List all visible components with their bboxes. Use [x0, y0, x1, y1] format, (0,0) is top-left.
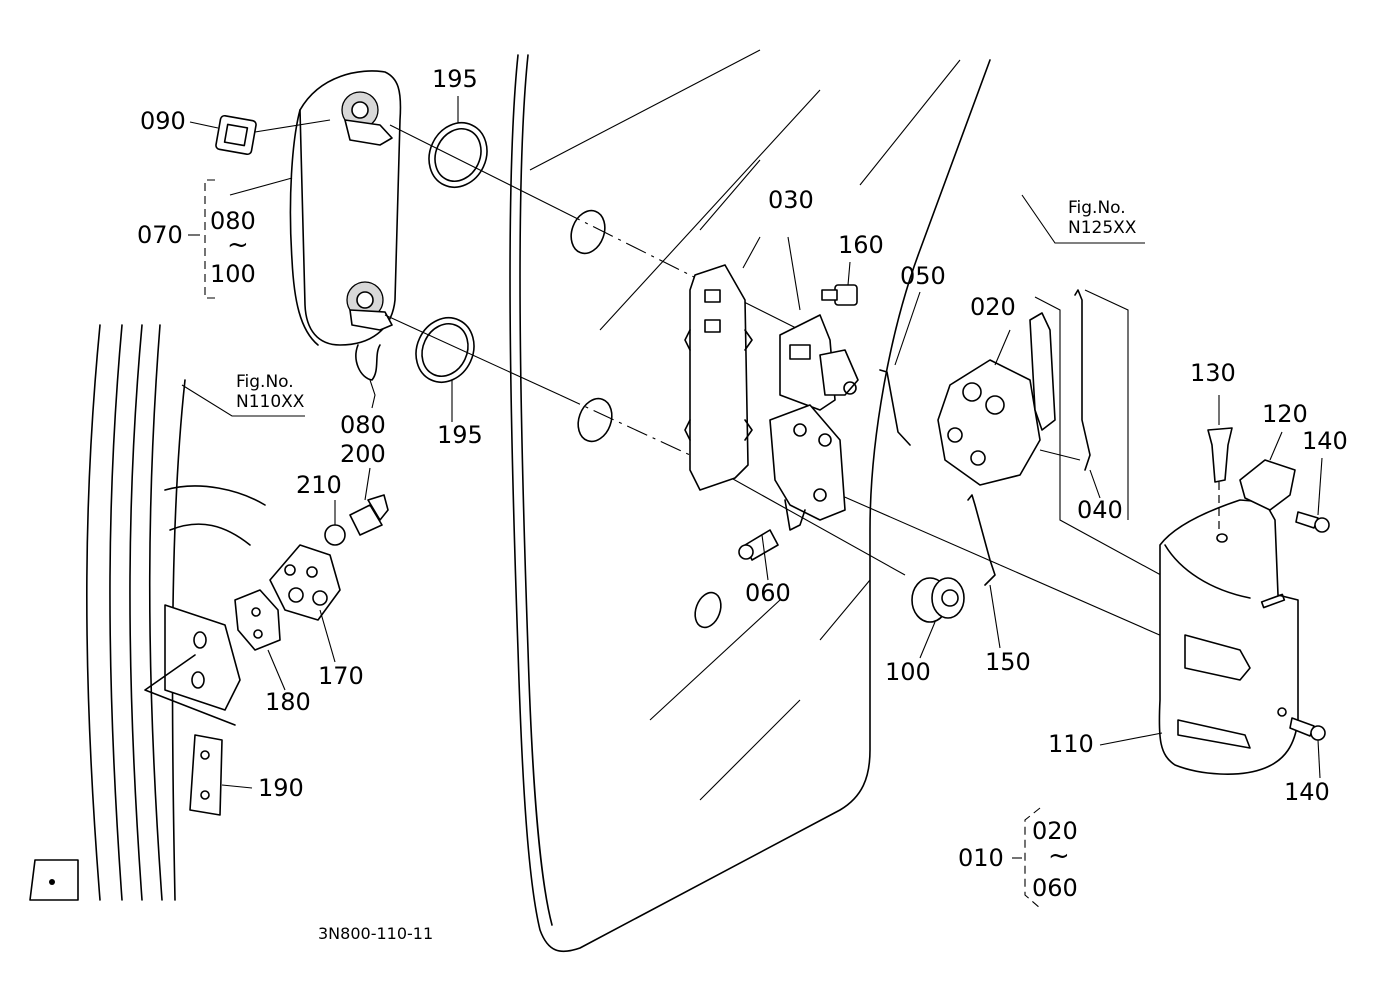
- part-label-050: 050: [900, 262, 946, 290]
- bolt-160: [821, 284, 858, 306]
- part-label-195-lower: 195: [437, 421, 483, 449]
- door-glass-panel: [509, 49, 991, 953]
- part-label-020: 020: [970, 293, 1016, 321]
- figure-ref-label: Fig.No.: [1068, 198, 1126, 218]
- latch-bracket-030: [684, 264, 859, 531]
- figure-ref-number: N110XX: [236, 391, 305, 412]
- shim-180: [234, 589, 281, 651]
- spring-150: [967, 494, 996, 586]
- part-label-180: 180: [265, 688, 311, 716]
- part-label-200: 200: [340, 440, 386, 468]
- washer-195-top: [428, 122, 488, 188]
- part-label-140-lower: 140: [1284, 778, 1330, 806]
- part-label-160: 160: [838, 231, 884, 259]
- part-label-120: 120: [1262, 400, 1308, 428]
- part-label-040: 040: [1077, 496, 1123, 524]
- screw-140-upper: [1295, 511, 1330, 533]
- clip-080: [355, 344, 381, 381]
- bolt-200: [349, 494, 389, 536]
- part-label-150: 150: [985, 648, 1031, 676]
- figure-ref-n110xx: Fig.No. N110XX: [236, 372, 305, 412]
- part-label-060-range-end: 060: [1032, 874, 1078, 902]
- left-door-frame: [29, 324, 266, 901]
- part-label-140-upper: 140: [1302, 427, 1348, 455]
- figure-ref-label: Fig.No.: [236, 372, 294, 392]
- pad-120: [1239, 459, 1296, 511]
- part-label-210: 210: [296, 471, 342, 499]
- washer-210: [324, 524, 346, 546]
- striker-plate-170: [269, 544, 341, 621]
- leader-lines: [181, 96, 1323, 909]
- lock-cylinder-100: [911, 577, 965, 623]
- part-label-020-range-start: 020: [1032, 817, 1078, 845]
- part-label-195-upper: 195: [432, 65, 478, 93]
- rod-050: [879, 369, 911, 446]
- drawing-code: 3N800-110-11: [318, 924, 434, 943]
- part-label-030: 030: [768, 186, 814, 214]
- screw-140-lower: [1289, 717, 1326, 741]
- part-label-090: 090: [140, 107, 186, 135]
- bezel-090: [215, 114, 257, 156]
- part-label-060: 060: [745, 579, 791, 607]
- inner-handle-assembly: [289, 70, 402, 346]
- figure-ref-n125xx: Fig.No. N125XX: [1068, 198, 1137, 238]
- plate-190: [189, 734, 223, 816]
- outer-cover-110: [1158, 499, 1299, 775]
- part-label-010: 010: [958, 844, 1004, 872]
- part-label-100-range-end: 100: [210, 260, 256, 288]
- part-label-110: 110: [1048, 730, 1094, 758]
- part-label-100: 100: [885, 658, 931, 686]
- rod-040: [1074, 289, 1091, 471]
- part-label-190: 190: [258, 774, 304, 802]
- cap-130: [1207, 427, 1233, 483]
- range-symbol-010: ~: [1048, 841, 1070, 871]
- part-label-080-range-start: 080: [210, 207, 256, 235]
- part-label-130: 130: [1190, 359, 1236, 387]
- part-label-080: 080: [340, 411, 386, 439]
- range-symbol-070: ~: [227, 230, 249, 260]
- part-label-170: 170: [318, 662, 364, 690]
- latch-020: [937, 312, 1056, 486]
- part-label-070: 070: [137, 221, 183, 249]
- washer-195-bottom: [415, 317, 475, 383]
- figure-ref-number: N125XX: [1068, 217, 1137, 238]
- screw-060: [738, 529, 779, 561]
